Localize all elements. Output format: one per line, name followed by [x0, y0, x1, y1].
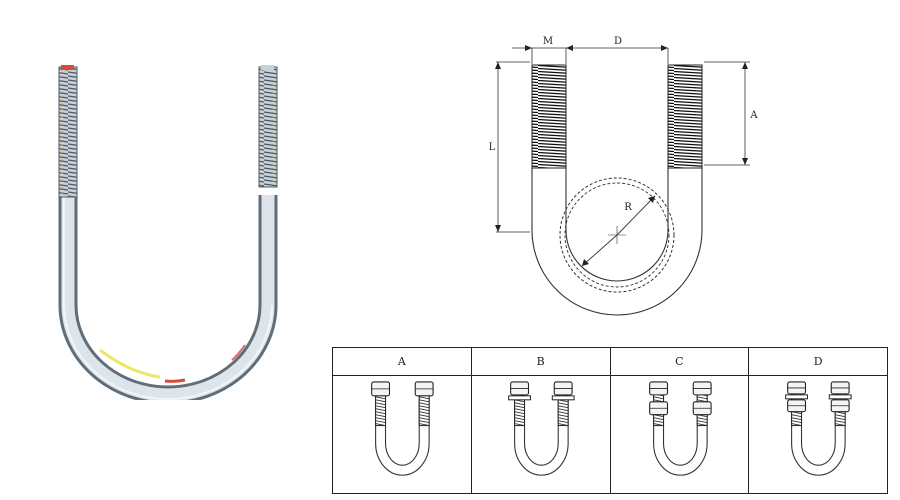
variant-column-c: C	[609, 348, 749, 493]
left-washer	[785, 394, 809, 400]
u-bolt-inner-outline	[384, 393, 420, 466]
right-washer	[551, 395, 575, 401]
variant-drawing-d-svg	[785, 381, 852, 476]
variant-drawing-c	[611, 376, 749, 493]
u-bolt-inner-outline	[662, 393, 698, 466]
variant-column-d: D	[748, 348, 887, 493]
u-bolt-photo	[40, 55, 300, 405]
variant-header-c: C	[610, 348, 749, 376]
u-bolt-outline	[791, 393, 846, 476]
u-bolt-photo-image	[58, 65, 278, 405]
variant-drawing-a	[333, 376, 471, 493]
dimension-label-m: M	[543, 36, 553, 47]
dimension-drawing-svg: M D L A R	[489, 36, 758, 316]
nut-variants-table: A B C D	[332, 347, 888, 494]
u-bolt-outline	[652, 393, 708, 476]
left-washer	[507, 395, 531, 401]
u-bolt-inner-outline	[523, 393, 559, 466]
variant-drawing-b	[472, 376, 610, 493]
variant-drawing-b-svg	[507, 381, 575, 476]
right-washer	[829, 394, 852, 400]
u-bolt-outline	[513, 393, 569, 476]
dimension-label-r: R	[624, 202, 632, 213]
variant-column-b: B	[470, 348, 610, 493]
dimension-label-l: L	[489, 142, 496, 153]
u-bolt-inner-outline	[801, 393, 837, 466]
variant-header-b: B	[471, 348, 610, 376]
variant-drawing-d	[749, 376, 887, 493]
u-bolt-dimension-drawing: M D L A R	[470, 20, 770, 330]
variant-header-a: A	[333, 348, 471, 376]
variant-header-d: D	[749, 348, 887, 376]
variant-drawing-c-svg	[648, 381, 712, 476]
dimension-label-d: D	[614, 36, 622, 47]
variant-drawing-a-svg	[371, 381, 434, 476]
u-bolt-outline	[375, 393, 430, 476]
variant-column-a: A	[333, 348, 471, 493]
dimension-label-a: A	[749, 110, 758, 121]
